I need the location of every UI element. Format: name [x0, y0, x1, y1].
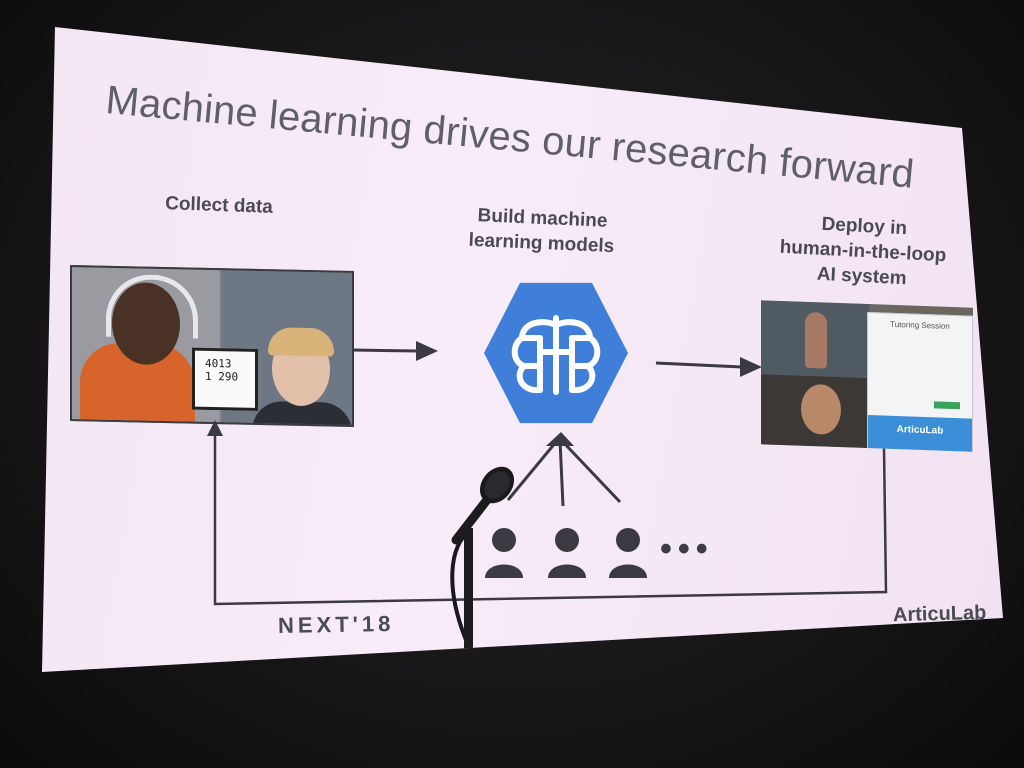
feedback-arrowhead — [207, 420, 223, 436]
brain-icon — [515, 318, 598, 392]
panel-green-button — [934, 401, 960, 409]
person-icon — [485, 528, 523, 578]
next-18-logo: NEXT'18 — [278, 611, 395, 639]
tutoring-session-panel: Tutoring Session ArticuLab — [867, 312, 973, 452]
panel-brand-text: ArticuLab — [868, 423, 972, 438]
person-icon — [548, 528, 586, 578]
people-arrowhead — [546, 432, 574, 446]
deploy-system-photo: Tutoring Session ArticuLab — [761, 300, 973, 451]
tutoring-session-title: Tutoring Session — [868, 319, 972, 332]
person-icon — [609, 528, 647, 578]
people-to-model-arrows — [508, 440, 620, 506]
feedback-loop-line — [215, 432, 886, 604]
panel-brand-footer: ArticuLab — [868, 415, 972, 452]
more-people-ellipsis: ••• — [660, 530, 714, 569]
student-face — [801, 384, 841, 435]
virtual-agent-avatar — [805, 312, 827, 369]
microphone-icon — [452, 460, 521, 662]
